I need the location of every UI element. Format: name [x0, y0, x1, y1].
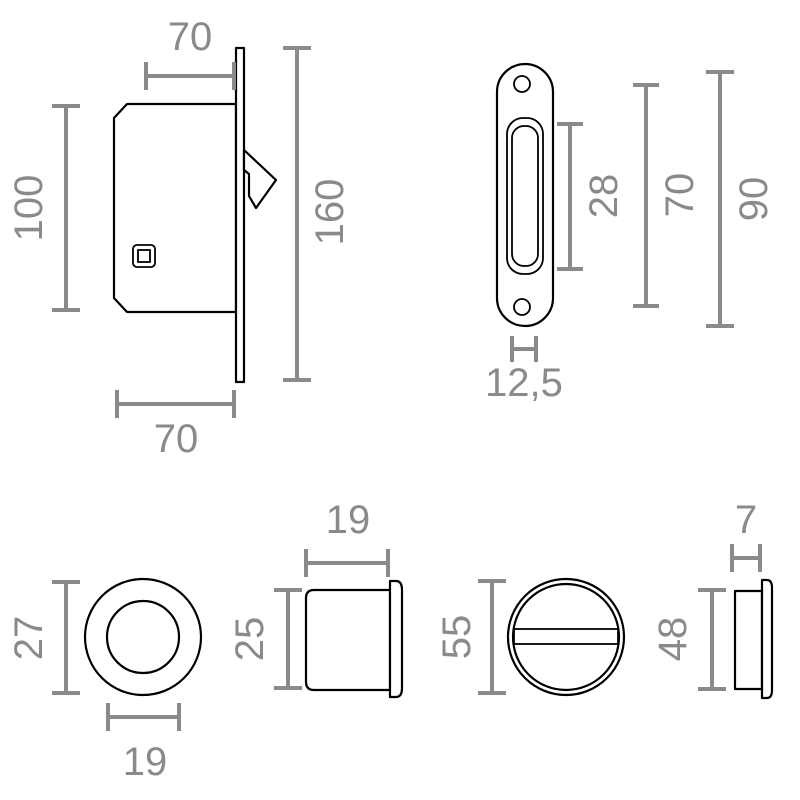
dim-strike-slot: 28 [557, 122, 626, 271]
thumb-turn-front-view [506, 577, 626, 697]
dim-label-turn-depth: 7 [735, 498, 757, 542]
dim-label-pull-outer: 27 [7, 616, 51, 661]
strike-slot-inner [511, 125, 539, 267]
dim-label-strike-height: 90 [732, 177, 776, 222]
dim-label-strike-slot: 28 [582, 174, 626, 219]
thumb-turn-side-view [733, 578, 774, 700]
thumb-turn-handle [513, 628, 619, 645]
lock-spindle-inner [137, 249, 151, 263]
dim-label-pull-depth: 19 [326, 498, 371, 542]
flush-pull-inner-cup [105, 599, 181, 675]
strike-screw-hole-top [513, 75, 531, 93]
dim-label-turn-side-height: 48 [651, 617, 695, 662]
thumb-turn-flange-side [760, 578, 774, 700]
lock-faceplate [234, 46, 246, 384]
dim-label-strike-width: 12,5 [485, 361, 563, 405]
dim-label-lock-width-top: 70 [168, 15, 213, 59]
strike-plate-view [495, 62, 555, 328]
dim-label-turn-outer: 55 [435, 615, 479, 660]
dim-strike-hole-spacing: 70 [633, 83, 702, 308]
flush-pull-side-view [304, 579, 404, 699]
dim-label-strike-hole-spacing: 70 [658, 173, 702, 218]
dim-turn-side-height: 48 [651, 588, 726, 691]
lock-body-view [112, 46, 278, 384]
thumb-turn-body-side [733, 589, 764, 691]
dim-label-faceplate-height: 160 [308, 179, 352, 246]
dim-pull-inner: 19 [106, 703, 181, 784]
dim-faceplate-height: 160 [283, 46, 352, 382]
dim-pull-side-height: 25 [228, 588, 302, 690]
lock-case [112, 102, 238, 314]
flush-pull-cup-side [304, 588, 392, 692]
dim-lock-width-bottom: 70 [115, 390, 236, 461]
dim-lock-height: 100 [7, 104, 80, 312]
lock-hook-bolt [242, 148, 278, 210]
dim-label-pull-side-height: 25 [228, 617, 272, 662]
dim-pull-depth: 19 [304, 498, 390, 577]
dim-label-lock-height: 100 [7, 175, 51, 242]
dim-turn-outer: 55 [435, 579, 506, 695]
dim-label-pull-inner: 19 [123, 740, 168, 784]
flush-pull-front-view [83, 577, 203, 697]
flush-pull-flange-side [388, 579, 404, 699]
dim-turn-depth: 7 [730, 498, 762, 572]
dim-lock-width-top: 70 [144, 15, 236, 90]
dim-pull-outer: 27 [7, 580, 80, 695]
strike-screw-hole-bottom [513, 298, 531, 316]
dim-strike-height: 90 [706, 70, 776, 328]
dim-strike-width: 12,5 [485, 336, 563, 405]
dim-label-lock-width-bottom: 70 [154, 417, 199, 461]
